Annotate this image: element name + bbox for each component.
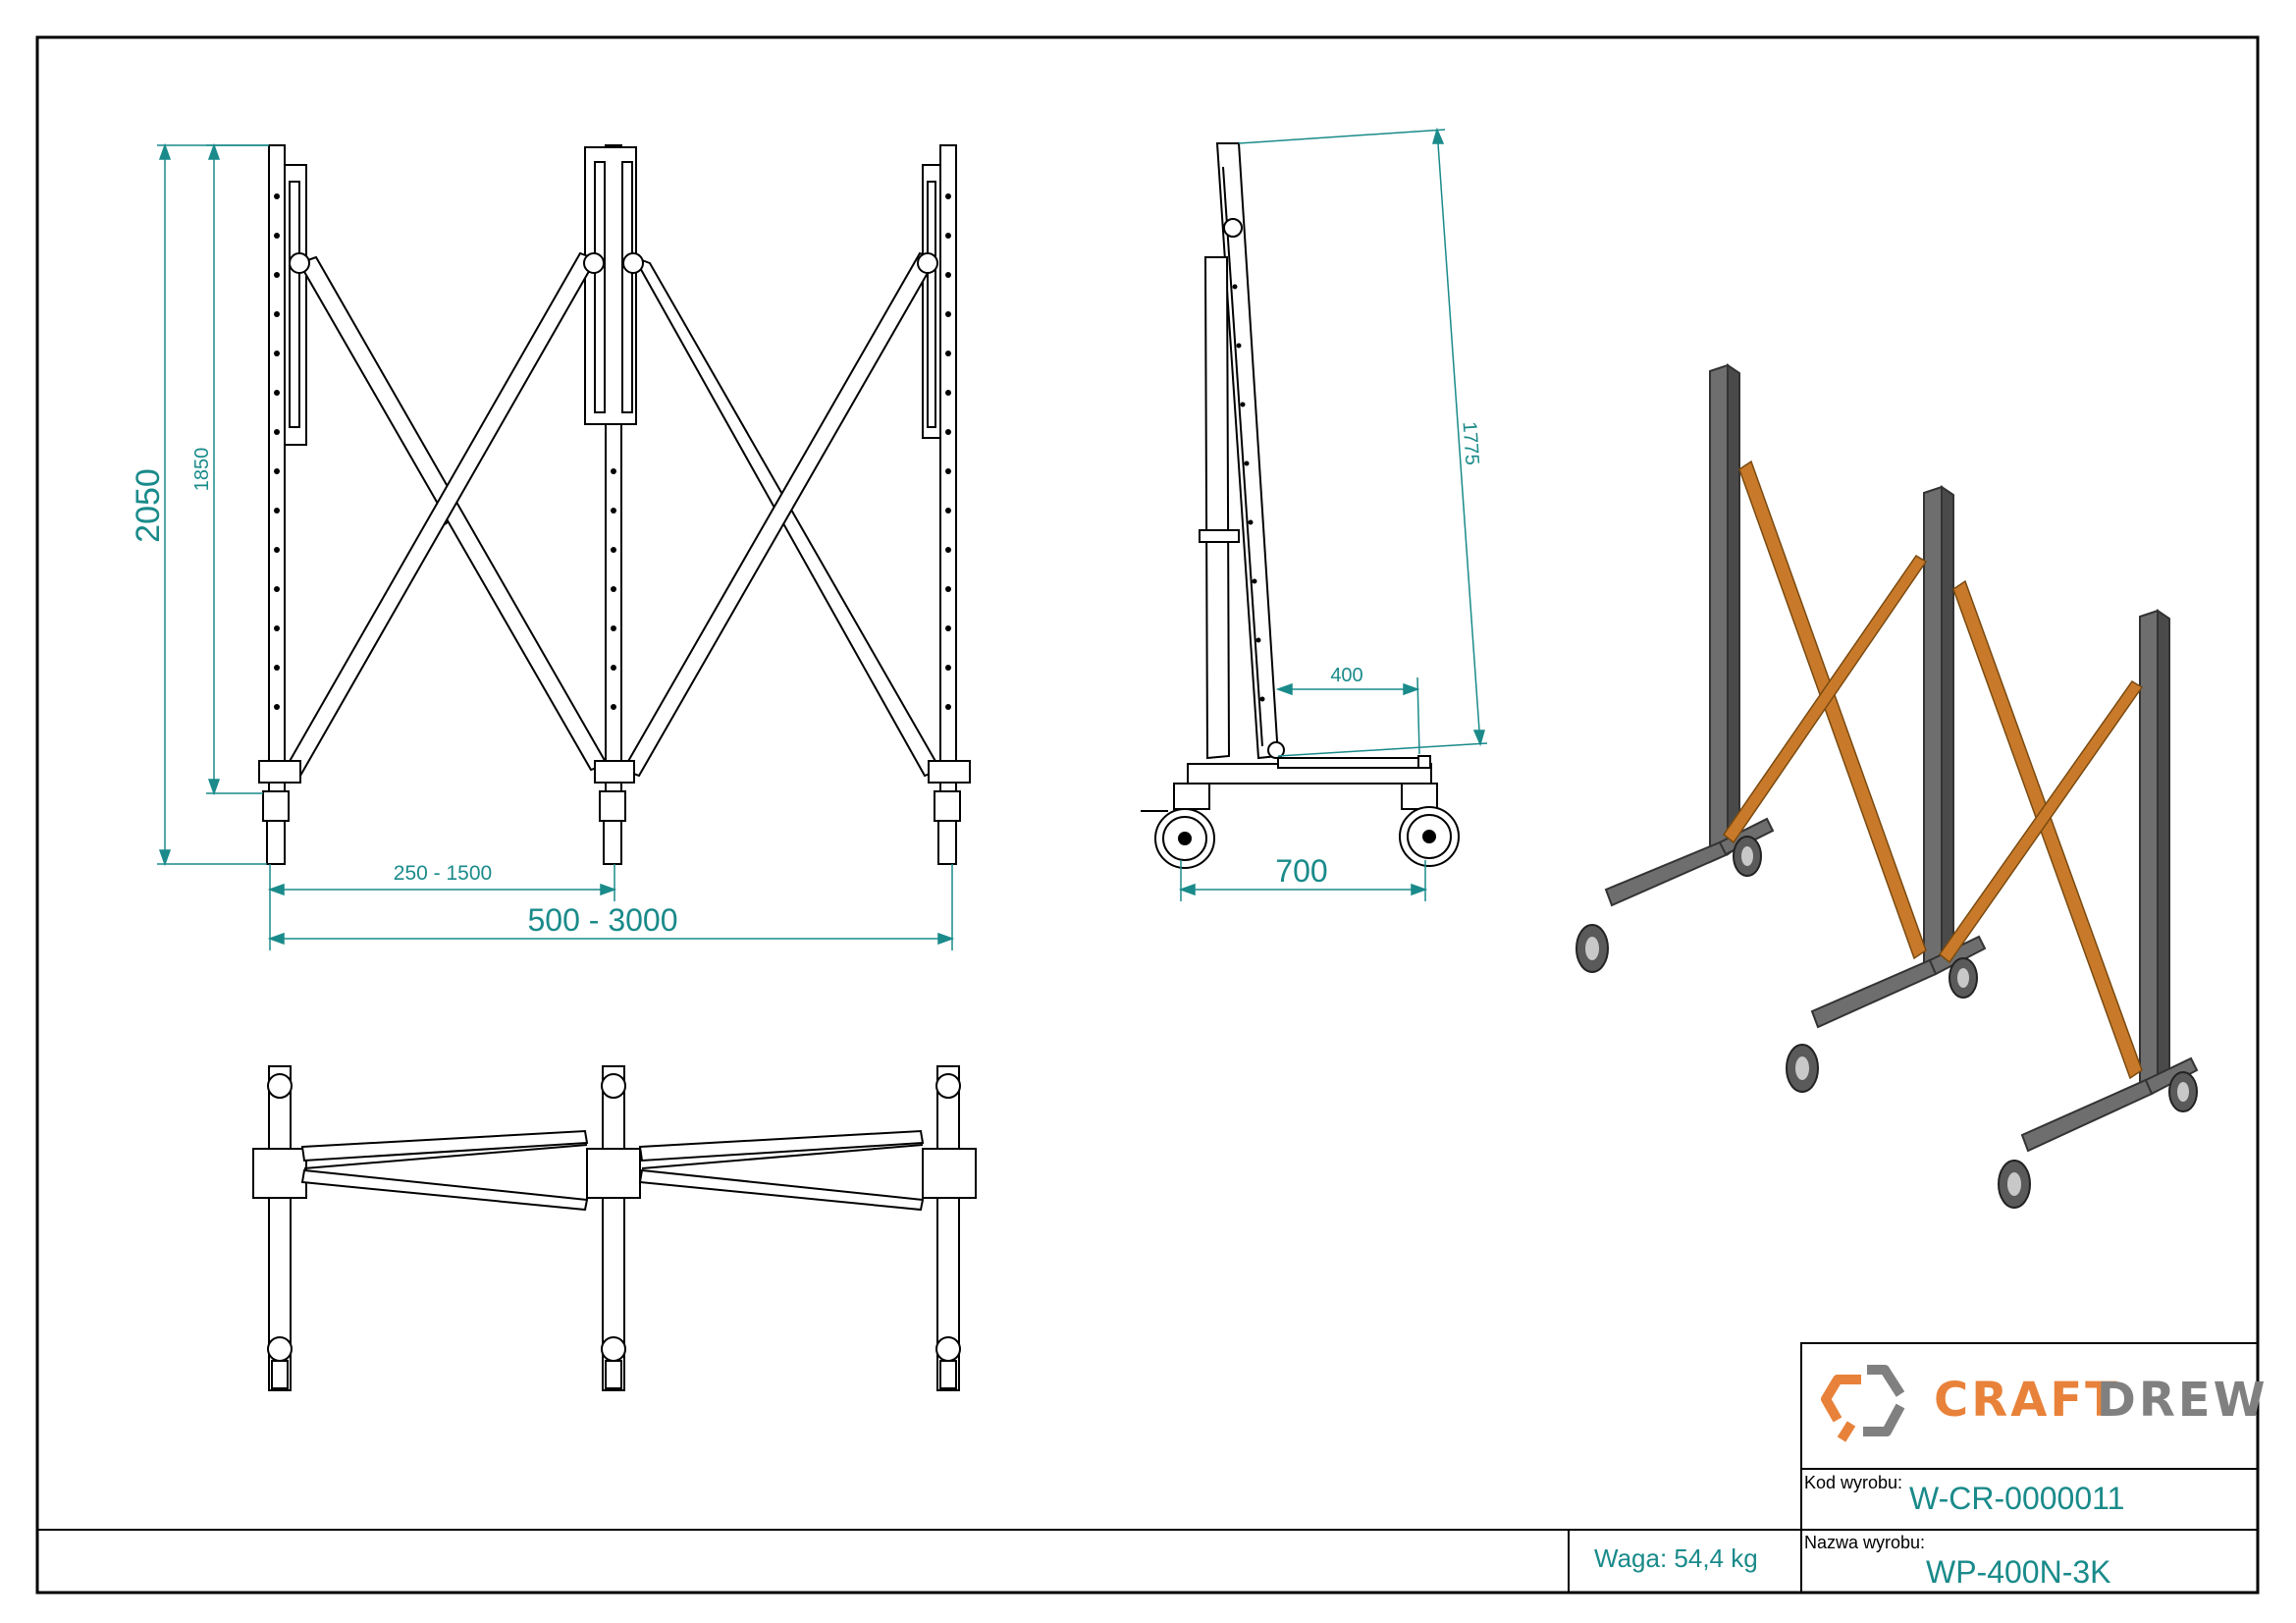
side-caster-right	[1399, 783, 1460, 867]
product-name-label: Nazwa wyrobu:	[1804, 1533, 1926, 1552]
product-code-label: Kod wyrobu:	[1804, 1473, 1903, 1492]
upright-middle	[584, 144, 637, 796]
brand-name-left: CRAFT	[1934, 1373, 2120, 1428]
weight-value: Waga: 54,4 kg	[1594, 1543, 1758, 1573]
product-name-value: WP-400N-3K	[1926, 1554, 2111, 1590]
dim-side-depth-top: 400	[1330, 665, 1362, 686]
dim-total-height: 2050	[130, 468, 167, 543]
front-view	[258, 144, 971, 865]
iso-wheels	[1575, 836, 2198, 1209]
dim-total-width: 500 - 3000	[527, 902, 677, 938]
isometric-view	[1575, 363, 2199, 1209]
dim-side-height: 1775	[1458, 421, 1482, 466]
upright-right	[922, 144, 957, 796]
front-dimensions	[157, 142, 955, 950]
dim-side-depth-base: 700	[1275, 853, 1327, 889]
dim-section-spacing: 250 - 1500	[394, 862, 492, 885]
product-code-value: W-CR-0000011	[1909, 1481, 2125, 1516]
sheet-border	[35, 35, 2260, 1595]
side-dimensions	[1178, 127, 1488, 901]
front-casters	[262, 790, 961, 865]
top-view	[252, 1065, 977, 1391]
cross-braces	[283, 251, 942, 778]
dim-upright-height: 1850	[191, 448, 213, 492]
side-view	[1141, 142, 1460, 869]
craftdrew-logo-icon	[1821, 1365, 1905, 1442]
side-caster-left	[1141, 783, 1215, 869]
brand-name-right: DREW	[2097, 1373, 2269, 1428]
